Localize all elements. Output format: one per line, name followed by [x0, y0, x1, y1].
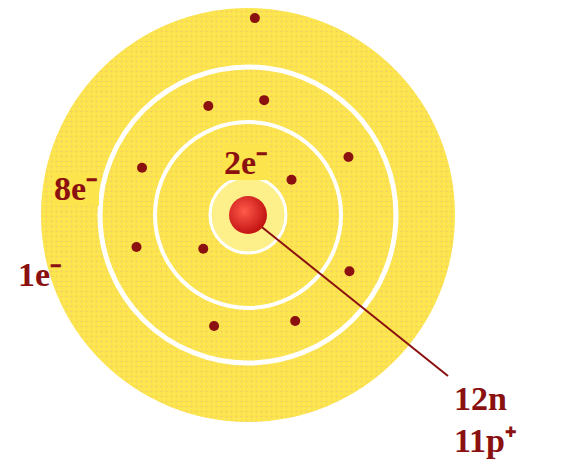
shell-gap: [155, 122, 341, 308]
electron: [131, 242, 141, 252]
nucleus-label: 12n: [452, 382, 509, 416]
electron: [209, 321, 219, 331]
inner-core: [210, 177, 286, 253]
shell-count: 1e⁻: [16, 258, 63, 292]
electron: [343, 152, 353, 162]
shell-count: 8e⁻: [52, 172, 99, 206]
electron: [198, 244, 208, 254]
electron: [344, 266, 354, 276]
shell-count: 2e⁻: [222, 146, 269, 180]
electrons: [131, 13, 354, 331]
outer-shell: [41, 8, 455, 422]
nucleus: [229, 196, 267, 234]
electron: [259, 95, 269, 105]
electron: [290, 316, 300, 326]
leader-line: [258, 224, 448, 376]
electron: [203, 101, 213, 111]
electron: [137, 163, 147, 173]
electron: [287, 175, 297, 185]
electron: [250, 13, 260, 23]
shell-gap: [100, 67, 396, 363]
nucleus-label: 11p⁺: [452, 424, 518, 458]
